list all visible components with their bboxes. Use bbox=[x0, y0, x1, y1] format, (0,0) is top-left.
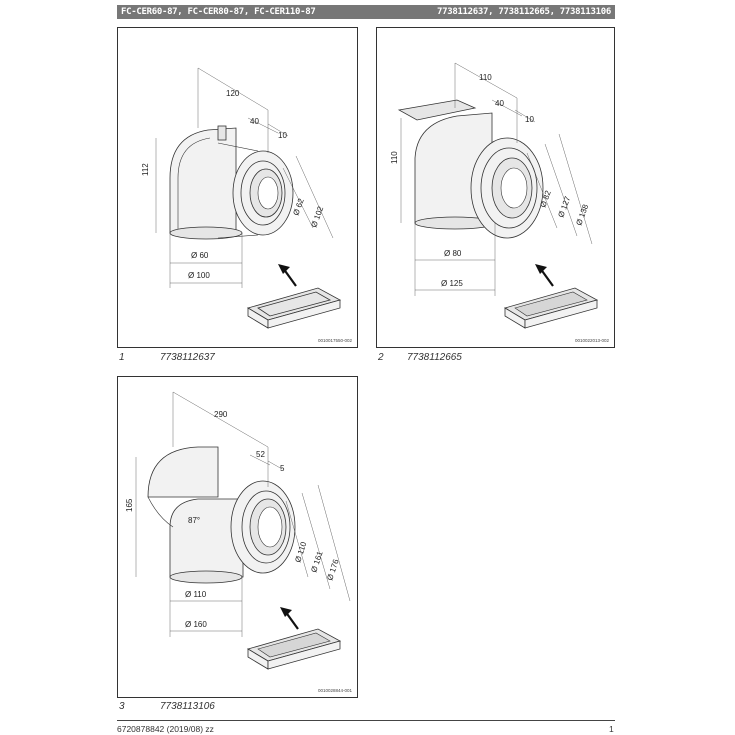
orientation-tray-icon-2 bbox=[504, 264, 599, 329]
document-header: FC-CER60-87, FC-CER80-87, FC-CER110-87 7… bbox=[117, 5, 615, 19]
dim-top-length-1: 120 bbox=[226, 89, 240, 98]
orientation-tray-icon-3 bbox=[247, 607, 342, 670]
dim-inner-diameter-side-1: Ø 62 bbox=[291, 197, 306, 217]
dim-outer-diameter-bottom-2: Ø 125 bbox=[441, 279, 463, 288]
dim-height-3: 165 bbox=[125, 498, 134, 512]
dim-top-length-2: 110 bbox=[479, 73, 492, 82]
dim-inner-offset-3: 52 bbox=[256, 450, 265, 459]
caption-code-3: 7738113106 bbox=[160, 701, 215, 712]
caption-code-1: 7738112637 bbox=[160, 352, 215, 363]
header-models: FC-CER60-87, FC-CER80-87, FC-CER110-87 bbox=[121, 7, 316, 17]
dim-collar-2: 10 bbox=[525, 115, 534, 124]
dim-inner-offset-1: 40 bbox=[250, 117, 259, 126]
page-number: 1 bbox=[609, 724, 614, 734]
dim-inner-diameter-bottom-1: Ø 60 bbox=[191, 251, 209, 260]
dim-inner-diameter-bottom-2: Ø 80 bbox=[444, 249, 462, 258]
dim-inner-diameter-side-3: Ø 110 bbox=[293, 540, 308, 563]
dim-collar-3: 5 bbox=[280, 464, 285, 473]
footer-divider bbox=[117, 720, 615, 721]
dim-angle-3: 87° bbox=[188, 516, 200, 525]
document-number: 6720878842 (2019/08) zz bbox=[117, 724, 214, 734]
bottom-opening-3 bbox=[169, 570, 243, 584]
figure-panel-3: 290 52 5 165 87° Ø 110 Ø 161 Ø 176 Ø 110… bbox=[117, 376, 358, 698]
dim-outer-diameter-side-3: Ø 176 bbox=[325, 558, 340, 582]
orientation-tray-icon-1 bbox=[247, 264, 342, 329]
drawing-code-1: 0010017550-002 bbox=[317, 338, 352, 343]
dim-mid-diameter-side-3: Ø 161 bbox=[309, 550, 324, 574]
figure-panel-2: 110 40 10 110 Ø 82 Ø 127 Ø 138 Ø 80 Ø 12… bbox=[376, 27, 615, 348]
elbow-drawing-2: 110 40 10 110 Ø 82 Ø 127 Ø 138 Ø 80 Ø 12… bbox=[390, 62, 599, 329]
dim-height-2: 110 bbox=[390, 151, 399, 164]
dim-outer-diameter-side-1: Ø 102 bbox=[309, 205, 325, 229]
dim-inner-offset-2: 40 bbox=[495, 99, 504, 108]
elbow-body-1 bbox=[169, 127, 237, 234]
dim-top-length-3: 290 bbox=[214, 410, 228, 419]
caption-code-2: 7738112665 bbox=[407, 352, 462, 363]
drawing-code-2: 0010022013-002 bbox=[574, 338, 609, 343]
header-articles: 7738112637, 7738112665, 7738113106 bbox=[436, 7, 611, 17]
dim-mid-diameter-side-2: Ø 127 bbox=[556, 195, 572, 219]
caption-number-2: 2 bbox=[378, 352, 384, 363]
dim-outer-diameter-bottom-3: Ø 160 bbox=[185, 620, 207, 629]
drawing-code-3: 0010028844-001 bbox=[317, 688, 352, 693]
dim-inner-diameter-bottom-3: Ø 110 bbox=[185, 590, 207, 599]
elbow-drawing-1: 120 40 10 112 Ø 62 Ø 102 Ø 60 Ø 100 bbox=[141, 67, 342, 329]
elbow-top-3 bbox=[147, 446, 219, 498]
caption-number-3: 3 bbox=[119, 701, 125, 712]
figure-panel-1: 120 40 10 112 Ø 62 Ø 102 Ø 60 Ø 100 0010… bbox=[117, 27, 358, 348]
caption-number-1: 1 bbox=[119, 352, 125, 363]
dim-height-1: 112 bbox=[141, 163, 150, 176]
dim-outer-diameter-bottom-1: Ø 100 bbox=[188, 271, 210, 280]
dim-collar-1: 10 bbox=[278, 131, 287, 140]
dim-outer-diameter-side-2: Ø 138 bbox=[574, 203, 590, 227]
elbow-drawing-3: 290 52 5 165 87° Ø 110 Ø 161 Ø 176 Ø 110… bbox=[125, 391, 351, 670]
